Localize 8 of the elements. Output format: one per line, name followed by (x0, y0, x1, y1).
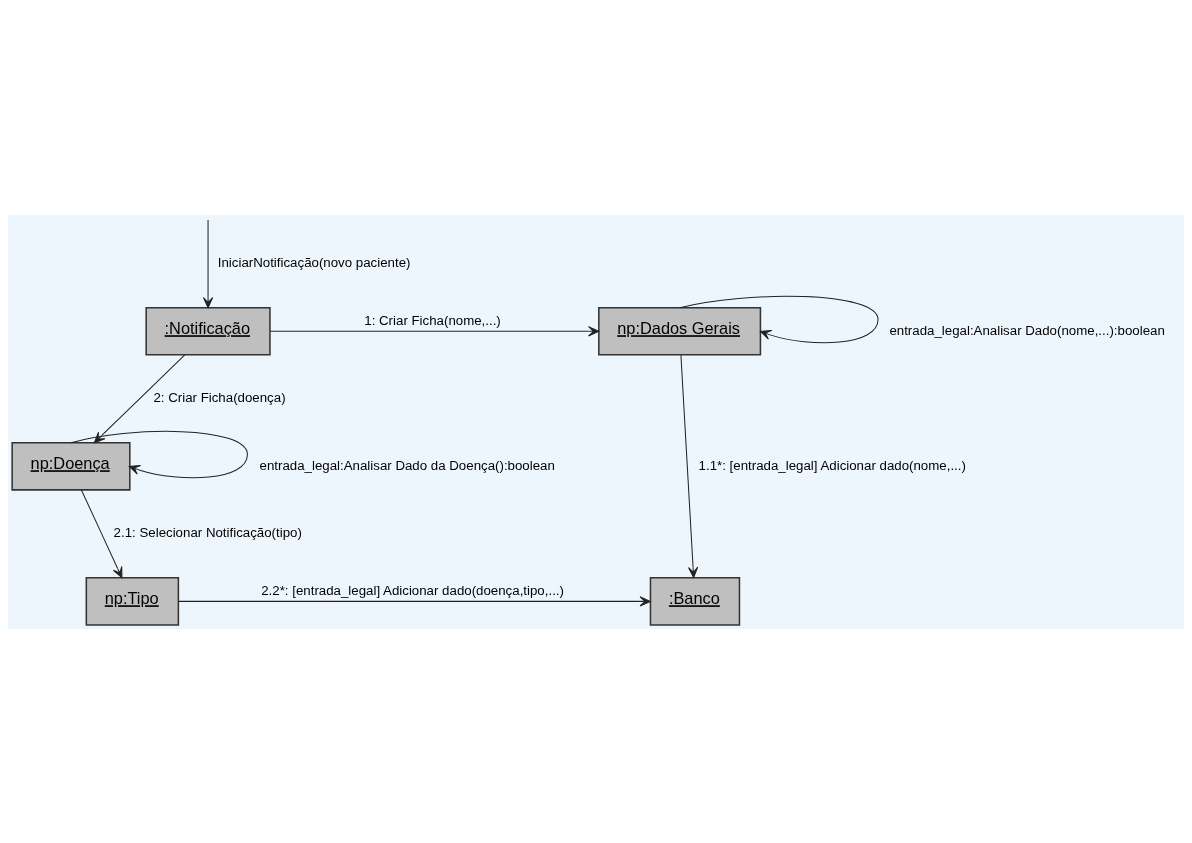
edge-label: 1.1*: [entrada_legal] Adicionar dado(nome,...) (698, 457, 966, 473)
edge-label: 2.1: Selecionar Notificação(tipo) (113, 524, 302, 540)
edge-label: 2: Criar Ficha(doença) (153, 389, 286, 405)
edge-label: IniciarNotificação(novo paciente) (217, 254, 411, 270)
edge-label: entrada_legal:Analisar Dado da Doença():boolean (259, 457, 555, 473)
edge-label: 2.2*: [entrada_legal] Adicionar dado(doença,tipo,...) (261, 582, 564, 598)
edge-label: 1: Criar Ficha(nome,...) (364, 312, 501, 328)
edge-label: entrada_legal:Analisar Dado(nome,...):boolean (889, 322, 1165, 338)
